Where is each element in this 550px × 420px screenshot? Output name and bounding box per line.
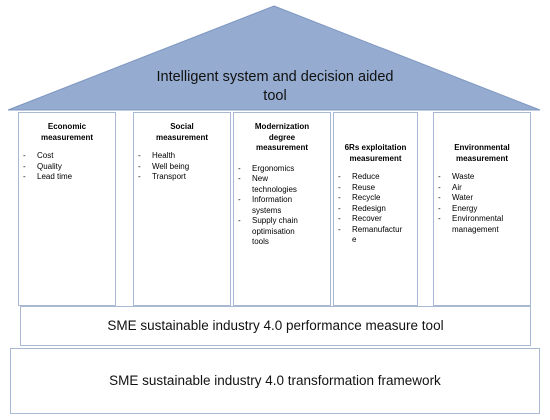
pillar-title-line: 6Rs exploitation — [344, 143, 407, 152]
list-item: -Reduce — [338, 172, 380, 181]
list-item: -Reuse — [338, 182, 376, 192]
list-item: -Redesign — [338, 203, 386, 213]
pillar-social: Social measurement -Health -Well being -… — [133, 112, 231, 306]
pillar-6rs: 6Rs exploitation measurement -Reduce -Re… — [333, 112, 418, 306]
roof-title-line-2: tool — [263, 88, 287, 104]
pillar-title-line: Modernization — [254, 122, 310, 131]
pillar-title-line: degree — [268, 132, 296, 142]
roof-title-line-1: Intelligent system and decision aided — [156, 69, 394, 85]
pillar-title: Social measurement — [134, 122, 230, 143]
list-item: -Energy — [438, 203, 478, 213]
list-item: -Waste — [438, 172, 475, 181]
pillar-title-line: Environmental — [454, 143, 510, 152]
measure-list: -Cost -Quality -Lead time — [19, 151, 115, 183]
list-item: -Ergonomics — [238, 163, 295, 173]
pillar-title: Modernization degree measurement — [234, 122, 330, 154]
list-item: -Quality — [23, 161, 62, 171]
list-item: -Transport — [138, 172, 186, 181]
pillar-title-line: Social — [170, 122, 194, 131]
pillar-title-line: measurement — [40, 132, 94, 142]
pillar-title: 6Rs exploitation measurement — [334, 143, 417, 164]
pillar-modernization: Modernization degree measurement -Ergono… — [233, 112, 331, 306]
pillar-title-line: Economic — [47, 122, 87, 131]
roof — [7, 5, 541, 111]
performance-measure-band: SME sustainable industry 4.0 performance… — [20, 306, 531, 346]
roof-title: Intelligent system and decision aided to… — [130, 68, 420, 106]
list-item: -Recover — [338, 214, 382, 223]
pillar-title-line: measurement — [349, 153, 402, 163]
measure-list: -Health -Well being -Transport — [134, 151, 230, 183]
list-item: -Water — [438, 193, 474, 202]
pillar-environmental: Environmental measurement -Waste -Air -W… — [433, 112, 531, 306]
pillar-title: Economic measurement — [19, 122, 115, 143]
measure-list: -Waste -Air -Water -Energy -Environmenta… — [434, 172, 530, 235]
pillar-economic: Economic measurement -Cost -Quality -Lea… — [18, 112, 116, 306]
list-item: -Air — [438, 182, 462, 192]
list-item: -Health — [138, 151, 176, 160]
pillar-title-line: measurement — [155, 132, 209, 142]
pillar-title-line: measurement — [255, 143, 309, 152]
list-item: -Recycle — [338, 193, 381, 202]
measure-list: -Reduce -Reuse -Recycle -Redesign -Recov… — [334, 172, 417, 246]
list-item: -Lead time — [23, 172, 73, 181]
pillar-title: Environmental measurement — [434, 143, 530, 164]
list-item: -Cost — [23, 151, 54, 160]
pillar-title-line: measurement — [455, 153, 509, 163]
roof-triangle — [7, 5, 541, 111]
list-item: -Well being — [138, 161, 190, 171]
framework-band: SME sustainable industry 4.0 transformat… — [10, 348, 540, 414]
